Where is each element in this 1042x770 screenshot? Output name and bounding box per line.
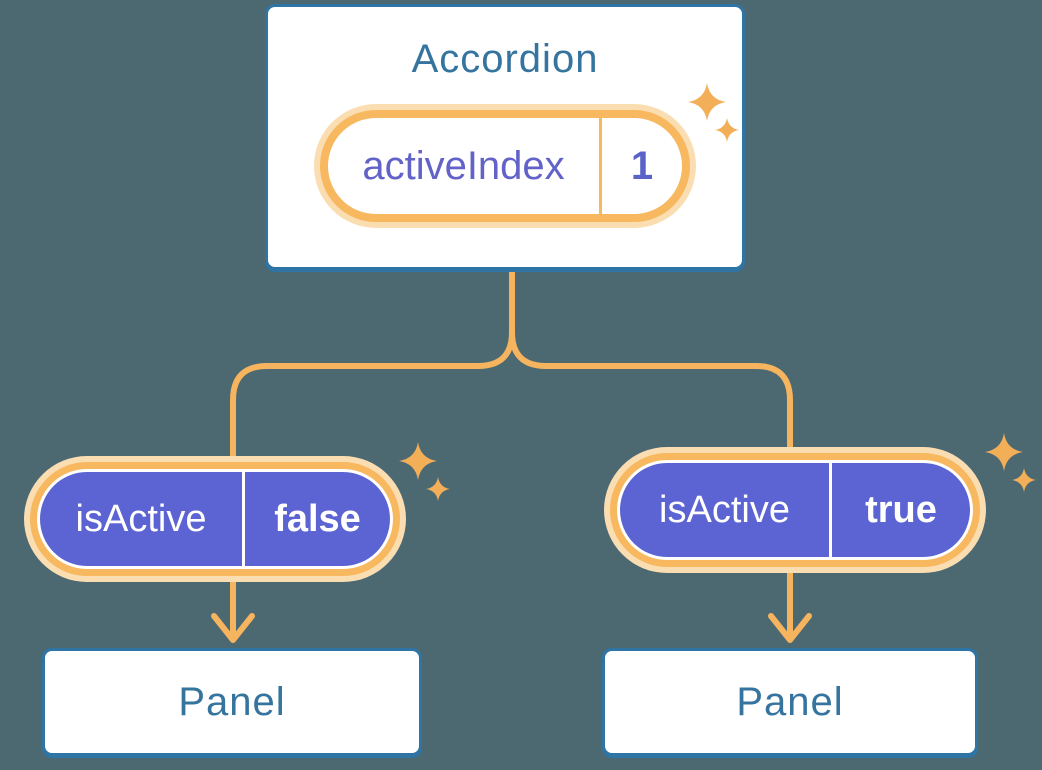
prop-pill-body: isActive false: [40, 472, 390, 566]
panel-card-right: Panel: [602, 648, 978, 756]
prop-pill-value: true: [865, 488, 937, 531]
panel-title: Panel: [736, 680, 844, 724]
sparkle-icon: [985, 433, 1036, 492]
prop-pill-value: false: [274, 497, 361, 540]
sparkle-icon: [688, 83, 739, 142]
state-pill-activeindex: activeIndex 1: [320, 110, 690, 222]
arrowhead-left-icon: [211, 613, 255, 643]
prop-pill-divider: [242, 472, 245, 566]
prop-pill-isactive-false: isActive false: [30, 462, 400, 576]
prop-pill-label: isActive: [659, 488, 790, 531]
accordion-card: Accordion activeIndex 1: [265, 4, 745, 270]
prop-pill-isactive-true: isActive true: [610, 453, 980, 567]
panel-title: Panel: [178, 680, 286, 724]
state-pill-divider: [599, 118, 602, 214]
prop-pill-label: isActive: [75, 497, 207, 540]
accordion-card-title: Accordion: [411, 37, 599, 81]
branch-line-right: [509, 268, 793, 640]
state-pill-label: activeIndex: [362, 143, 565, 188]
arrowhead-right-icon: [768, 613, 812, 643]
prop-pill-divider: [829, 463, 832, 557]
branch-line-left: [230, 268, 515, 640]
prop-pill-body: isActive true: [620, 463, 970, 557]
state-pill-value: 1: [630, 143, 654, 188]
panel-card-left: Panel: [42, 648, 422, 756]
sparkle-icon: [399, 442, 450, 501]
